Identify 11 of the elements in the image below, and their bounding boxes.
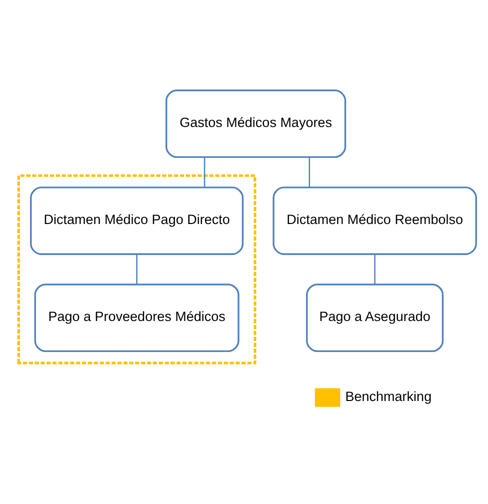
connector (136, 254, 138, 284)
legend-label: Benchmarking (345, 388, 432, 404)
node-box: Gastos Médicos Mayores (166, 90, 346, 158)
node-box: Pago a Asegurado (306, 284, 444, 352)
node-box: Dictamen Médico Pago Directo (30, 186, 244, 255)
cluster (17, 174, 256, 364)
node-box: Dictamen Médico Reembolso (272, 186, 477, 255)
connector (308, 157, 310, 188)
connector (204, 157, 206, 188)
connector (374, 254, 376, 284)
node-box: Pago a Proveedores Médicos (34, 284, 240, 352)
